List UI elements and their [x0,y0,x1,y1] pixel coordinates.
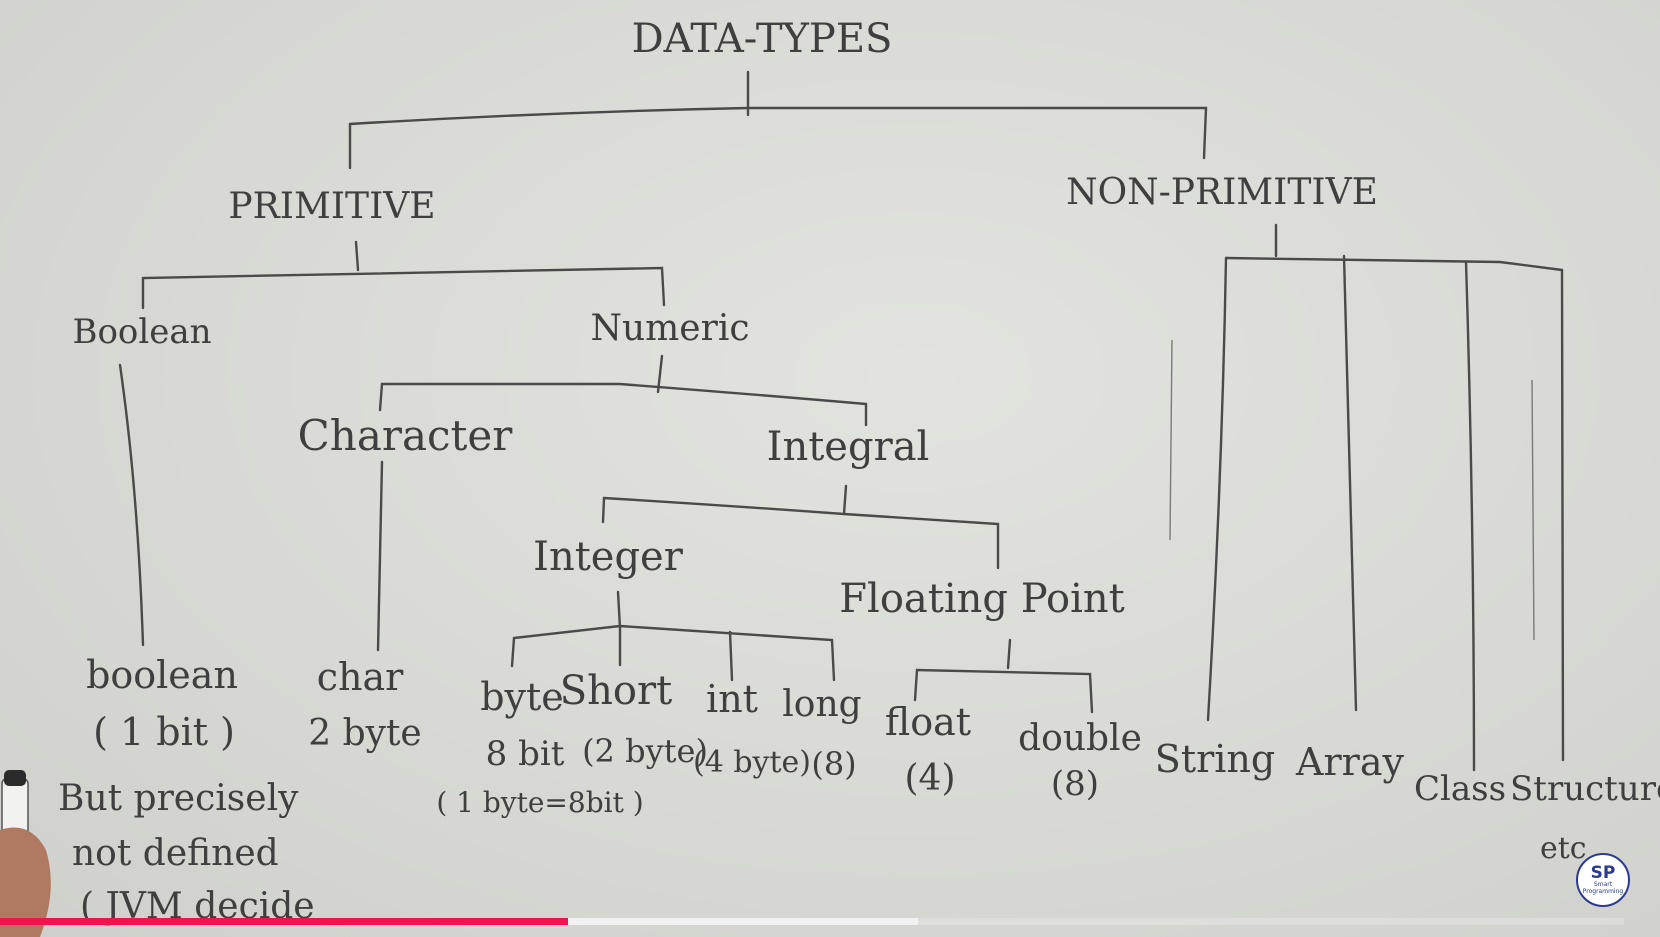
primitive-label: PRIMITIVE [228,186,435,227]
connector [1560,268,1565,762]
integral-label: Integral [767,424,930,470]
leaf-double-size: (8) [1051,764,1099,804]
root-label: DATA-TYPES [632,16,893,62]
connector [118,363,145,647]
leaf-string: String [1155,737,1275,781]
connector [913,668,1094,714]
leaf-float: float [885,700,971,744]
board-smudge [1531,379,1535,641]
leaf-double: double [1018,718,1142,759]
floating-point-label: Floating Point [839,576,1124,622]
leaf-etc: etc [1540,831,1587,866]
leaf-array: Array [1295,740,1404,784]
connector [1206,256,1228,722]
numeric-label: Numeric [590,308,749,349]
board-smudge [1169,339,1173,541]
boolean-note-line2: not defined [72,833,279,874]
leaf-boolean-size: ( 1 bit ) [93,710,235,754]
leaf-structure: Structure [1510,769,1660,809]
connector [616,590,622,630]
connector [728,630,734,682]
leaf-long: long [782,684,861,725]
channel-watermark[interactable]: SP Smart Programming [1576,853,1630,907]
connector [1342,254,1358,712]
connector [842,484,848,516]
leaf-long-size: (8) [811,745,856,783]
leaf-float-size: (4) [905,758,956,799]
leaf-short-size: (2 byte) [582,732,708,770]
leaf-char-size: 2 byte [308,713,422,754]
leaf-char: char [317,655,404,699]
connector [1224,256,1564,272]
boolean-note-line1: But precisely [58,778,299,819]
leaf-boolean: boolean [86,653,238,697]
connector [354,240,360,272]
leaf-int: int [706,677,758,721]
connector [510,624,836,682]
leaf-byte-size-detail: ( 1 byte=8bit ) [436,786,643,819]
connector [348,106,1208,170]
leaf-int-size: (4 byte) [693,745,811,780]
connector [378,382,868,427]
character-label: Character [298,411,514,460]
video-progress-bar[interactable] [0,918,1624,925]
progress-played [0,918,569,925]
leaf-class: Class [1414,769,1506,809]
boolean-group-label: Boolean [72,312,211,352]
leaf-byte: byte [480,675,564,719]
non-primitive-label: NON-PRIMITIVE [1066,172,1378,213]
marker-pen-image [0,770,51,937]
channel-logo: SP [1590,863,1616,883]
leaf-byte-size: 8 bit [486,734,565,774]
connector [141,266,666,310]
connector [1006,638,1012,670]
integer-label: Integer [533,534,684,580]
connector [376,460,384,652]
connector [1464,260,1476,772]
channel-name: Smart Programming [1582,881,1624,895]
leaf-short: Short [560,668,672,714]
connector [601,496,1000,570]
